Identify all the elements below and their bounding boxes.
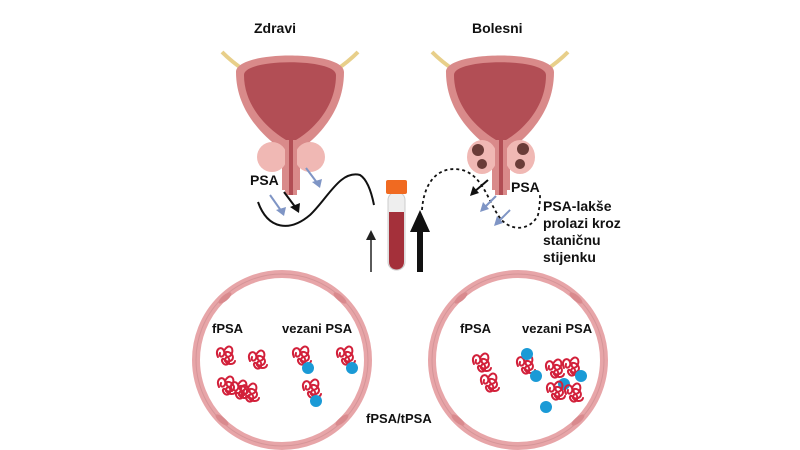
bound-label-diseased: vezani PSA [522,321,593,336]
arrow-up-large-icon [410,210,430,272]
arrow-blue-icon [480,195,497,212]
bound-psa-molecule [515,348,542,382]
vessel-healthy [192,270,372,450]
bladder-healthy [220,50,360,195]
arrow-black-icon [470,179,489,196]
bound-psa-molecule [335,345,358,374]
tumor [477,159,487,169]
bound-psa-molecule [301,378,322,407]
psa-label-diseased: PSA [511,179,540,195]
tube-cap [386,180,407,194]
prostate-right [295,142,325,172]
bladder-lumen [244,62,336,188]
bound-label-healthy: vezani PSA [282,321,353,336]
free-psa-molecule [216,375,237,396]
ratio-label: fPSA/tPSA [366,411,432,426]
prostate-left [257,142,287,172]
free-psa-molecule [215,345,236,366]
free-psa-molecule [479,372,500,393]
free-psa-molecule [471,352,492,373]
fpsa-label-diseased: fPSA [460,321,492,336]
tumor [517,143,529,155]
tumor [472,144,484,156]
psa-note-line: prolazi kroz [543,215,621,231]
arrow-up-small-icon [366,230,376,272]
arrow-black-icon [283,191,300,213]
bound-psa-molecule [540,380,584,413]
arrow-blue-icon [305,167,322,188]
psa-label-healthy: PSA [250,172,279,188]
fpsa-label-healthy: fPSA [212,321,244,336]
arrow-blue-icon [494,209,511,226]
arrow-blue-icon [269,194,286,216]
title-diseased: Bolesni [472,20,523,36]
psa-note-line: PSA-lakše [543,198,612,214]
free-psa-molecule [247,349,268,370]
blood-tube-icon [386,180,407,271]
psa-note: PSA-lakše prolazi kroz staničnu stijenku [543,198,621,266]
cell-membrane-diseased [421,168,541,229]
tumor [515,159,525,169]
cell-membrane-healthy [257,173,375,227]
bound-psa-molecule [291,345,314,374]
psa-note-line: stijenku [543,249,596,265]
title-healthy: Zdravi [254,20,297,36]
bladder-diseased [430,50,570,195]
psa-note-line: staničnu [543,232,601,248]
vessel-diseased [428,270,608,450]
